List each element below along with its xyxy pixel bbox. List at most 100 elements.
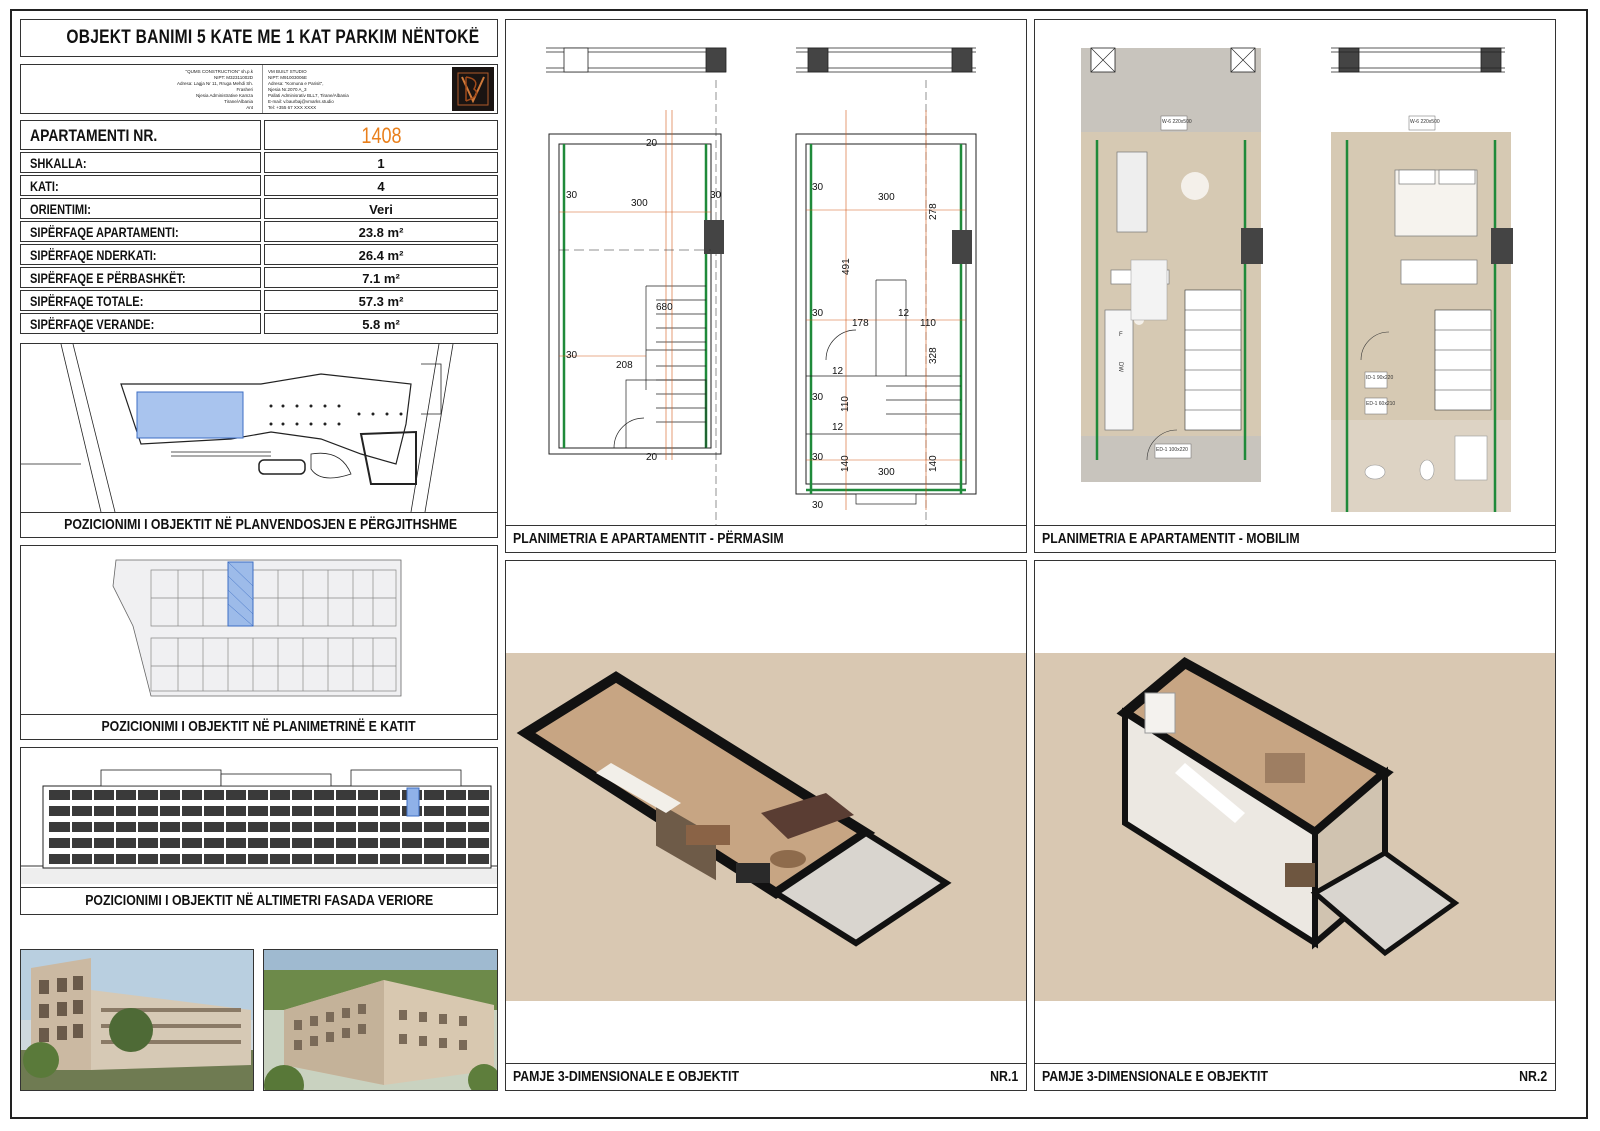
view-3d-panel-1: PAMJE 3-DIMENSIONALE E OBJEKTIT NR.1 [505, 560, 1027, 1091]
studio-line: E-mail: v.baurbaj@vmarks.studio [268, 99, 334, 104]
dim-label: 110 [840, 396, 851, 412]
client-line: Adresa: Lagja Nr 11, Rruga Mehdi Sh. Fra… [177, 81, 253, 92]
row-label: KATI: [30, 179, 59, 194]
row-label: SIPËRFAQE NDERKATI: [30, 248, 157, 263]
studio-logo [452, 67, 494, 111]
floor-position-drawing [112, 559, 402, 697]
studio-info: VM BUILT STUDIO NIPT: M91003006E Adresa:… [268, 69, 368, 111]
dim-label: 30 [812, 500, 824, 511]
table-row-value: Veri [264, 198, 498, 219]
row-value: 23.8 m² [358, 225, 404, 240]
row-value: 5.8 m² [362, 317, 400, 332]
plan-furnished-caption: PLANIMETRIA E APARTAMENTIT - MOBILIM [1042, 530, 1300, 547]
dim-label: 30 [566, 190, 578, 201]
apartment-number-cell: 1408 [264, 120, 498, 150]
dim-label: 12 [898, 308, 910, 319]
table-row-value: 26.4 m² [264, 244, 498, 265]
dim-label: 208 [616, 360, 633, 371]
window-label: W-6 220x500 [1162, 119, 1192, 125]
view-3d-panel-2: PAMJE 3-DIMENSIONALE E OBJEKTIT NR.2 [1034, 560, 1556, 1091]
client-line: Njesia Administrative Kamza [195, 93, 253, 98]
dim-label: 30 [812, 182, 824, 193]
header-info: "QUMS CONSTRUCTION" sh.p.k NIPT: M323110… [20, 64, 498, 114]
row-value: 7.1 m² [362, 271, 400, 286]
dim-label: 140 [840, 455, 851, 472]
window-label: W-6 220x500 [1410, 119, 1440, 125]
door-label: ED-1 100x220 [1156, 447, 1188, 453]
dim-label: 300 [631, 198, 648, 209]
facade-caption: POZICIONIMI I OBJEKTIT NË ALTIMETRI FASA… [84, 892, 434, 909]
render-3d-image-2 [1035, 653, 1555, 1001]
client-line: NIPT: M32311002D [214, 75, 253, 80]
table-row-value: 57.3 m² [264, 290, 498, 311]
row-label: SIPËRFAQE E PËRBASHKËT: [30, 271, 186, 286]
studio-line: Pallati Adminisrativ BLL7, Tirane/Albani… [268, 93, 349, 98]
plan-furnished-panel: W-6 220x500 ED-1 100x220 DW F [1034, 19, 1556, 553]
row-value: Veri [369, 202, 393, 217]
client-info: "QUMS CONSTRUCTION" sh.p.k NIPT: M323110… [161, 69, 253, 111]
view-3d-caption-2: PAMJE 3-DIMENSIONALE E OBJEKTIT [1042, 1068, 1268, 1085]
view-3d-number-1: NR.1 [989, 1068, 1018, 1085]
page-title: OBJEKT BANIMI 5 KATE ME 1 KAT PARKIM NËN… [66, 27, 480, 48]
studio-line: NIPT: M91003006E [268, 75, 308, 80]
door-label: ED-1 60x210 [1366, 401, 1395, 407]
table-row-label: ORIENTIMI: [20, 198, 261, 219]
floor-position-panel: POZICIONIMI I OBJEKTIT NË PLANIMETRINË E… [20, 545, 498, 740]
row-label: SIPËRFAQE APARTAMENTI: [30, 225, 179, 240]
table-row-label: SIPËRFAQE TOTALE: [20, 290, 261, 311]
door-label: ID-1 90x220 [1366, 375, 1393, 381]
appliance-label: DW [1117, 362, 1123, 372]
dim-label: 20 [646, 138, 658, 149]
dim-label: 20 [646, 452, 658, 463]
drawing-sheet: OBJEKT BANIMI 5 KATE ME 1 KAT PARKIM NËN… [10, 9, 1588, 1119]
site-plan-drawing [21, 344, 454, 512]
title-box: OBJEKT BANIMI 5 KATE ME 1 KAT PARKIM NËN… [20, 19, 498, 57]
dim-label: 30 [710, 190, 722, 201]
view-3d-caption-1: PAMJE 3-DIMENSIONALE E OBJEKTIT [513, 1068, 739, 1085]
table-row-label: SIPËRFAQE E PËRBASHKËT: [20, 267, 261, 288]
divider [262, 65, 263, 113]
facade-drawing [21, 769, 497, 884]
row-label: SHKALLA: [30, 156, 87, 171]
plan-dimensions-caption: PLANIMETRIA E APARTAMENTIT - PËRMASIM [513, 530, 784, 547]
row-value: 26.4 m² [358, 248, 404, 263]
row-value: 4 [377, 179, 385, 194]
dim-label: 12 [832, 422, 844, 433]
row-label: SIPËRFAQE TOTALE: [30, 294, 144, 309]
apartment-number: 1408 [360, 123, 402, 148]
table-row-value: 23.8 m² [264, 221, 498, 242]
table-row-label: SIPËRFAQE APARTAMENTI: [20, 221, 261, 242]
studio-line: Njesia Nr.2070 A_3 [268, 87, 307, 92]
row-value: 1 [377, 156, 385, 171]
dim-label: 328 [928, 347, 939, 364]
row-value: 57.3 m² [358, 294, 404, 309]
dim-label: 300 [878, 192, 895, 203]
studio-line: Adresa: "Komuna e Parisit", [268, 81, 324, 86]
dim-label: 300 [878, 467, 895, 478]
table-row-label: SIPËRFAQE VERANDE: [20, 313, 261, 334]
dim-label: 12 [832, 366, 844, 377]
studio-line: VM BUILT STUDIO [268, 69, 307, 74]
row-label: ORIENTIMI: [30, 202, 91, 217]
dim-label: 178 [852, 318, 869, 329]
client-line: Tirane/Albania [224, 99, 253, 104]
dim-label: 278 [928, 203, 939, 220]
table-row-value: 1 [264, 152, 498, 173]
table-row-value: 4 [264, 175, 498, 196]
dim-label: 30 [566, 350, 578, 361]
table-row-value: 7.1 m² [264, 267, 498, 288]
floor-position-caption: POZICIONIMI I OBJEKTIT NË PLANIMETRINË E… [101, 718, 417, 735]
plan-dimensions-panel: 300 20 30 30 680 208 30 20 [505, 19, 1027, 553]
dim-label: 30 [812, 308, 824, 319]
row-label: SIPËRFAQE VERANDE: [30, 317, 155, 332]
client-line: "QUMS CONSTRUCTION" sh.p.k [185, 69, 253, 74]
exterior-render-2 [263, 949, 498, 1091]
view-3d-number-2: NR.2 [1518, 1068, 1547, 1085]
site-plan-caption: POZICIONIMI I OBJEKTIT NË PLANVENDOSJEN … [64, 516, 458, 533]
table-row-label: SHKALLA: [20, 152, 261, 173]
building-render-image [264, 950, 497, 1090]
dim-label: 30 [812, 452, 824, 463]
appliance-label: F [1119, 332, 1123, 338]
dim-label: 491 [841, 258, 852, 275]
render-3d-image-1 [506, 653, 1026, 1001]
